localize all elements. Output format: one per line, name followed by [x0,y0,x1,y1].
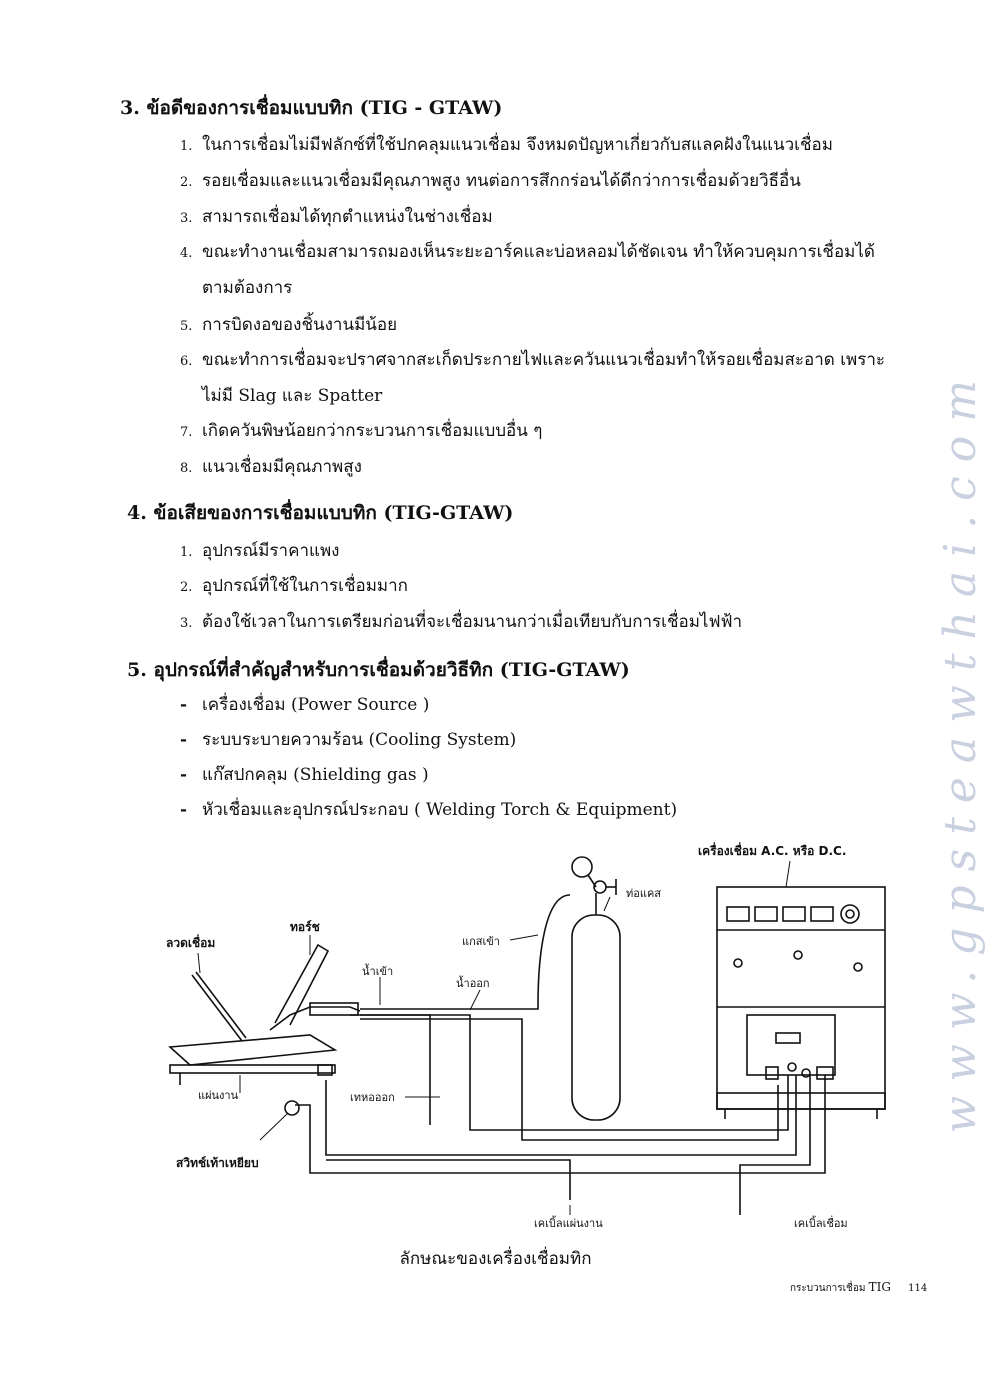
welding-torch [269,1006,361,1031]
label-gas-pipe: ท่อแคส [626,887,661,900]
page-footer: กระบวนการเชื่อม TIG 114 [790,1280,927,1296]
list-item: -เครื่องเชื่อม (Power Source ) [180,695,430,715]
foot-switch [284,1100,300,1116]
list-item: 2.อุปกรณ์ที่ใช้ในการเชื่อมมาก [180,576,408,596]
footer-chapter: กระบวนการเชื่อม [790,1283,866,1294]
filler-rod [191,974,243,1042]
list-item: -หัวเชื่อมและอุปกรณ์ประกอบ ( Welding Tor… [180,800,678,820]
tig-welding-setup-diagram: เครื่องเชื่อม A.C. หรือ D.C. ท่อแคส แกสเ… [166,842,886,1230]
label-machine: เครื่องเชื่อม A.C. หรือ D.C. [698,842,846,858]
list-item: 8.แนวเชื่อมมีคุณภาพสูง [180,457,362,477]
label-drain: เทหอออก [350,1091,395,1104]
list-item-continuation: ตามต้องการ [202,278,293,298]
footer-tig: TIG [868,1280,891,1294]
list-item: 5.การบิดงอของชิ้นงานมีน้อย [180,315,398,335]
label-torch: ทอร์ช [290,920,320,934]
figure-caption: ลักษณะของเครื่องเชื่อมทิก [399,1249,592,1269]
list-item: 2.รอยเชื่อมและแนวเชื่อมมีคุณภาพสูง ทนต่อ… [180,171,801,191]
list-item: 3.ต้องใช้เวลาในการเตรียมก่อนที่จะเชื่อมน… [180,612,743,632]
label-foot-switch: สวิทช์เท้าเหยียบ [176,1156,259,1170]
list-item-continuation: ไม่มี Slag และ Spatter [202,386,383,406]
label-filler-rod: ลวดเชื่อม [166,934,215,950]
pressure-gauge [571,856,593,878]
section-heading-disadvantages: 4. ข้อเสียของการเชื่อมแบบทิก (TIG-GTAW) [127,502,514,524]
section-heading-equipment: 5. อุปกรณ์ที่สำคัญสำหรับการเชื่อมด้วยวิธ… [127,659,630,681]
label-water-out: น้ำออก [456,975,490,990]
label-gas-in: แกสเข้า [462,935,500,948]
list-item: -แก๊สปกคลุม (Shielding gas ) [180,765,429,785]
label-weld-cable: เคเบิ้ลเชื่อม [794,1215,848,1230]
label-water-in: น้ำเข้า [362,963,393,978]
list-item: 4.ขณะทำงานเชื่อมสามารถมองเห็นระยะอาร์คแล… [180,242,875,262]
label-work-cable: เคเบิ้ลแผ่นงาน [534,1215,603,1230]
list-item: 1.ในการเชื่อมไม่มีฟลักซ์ที่ใช้ปกคลุมแนวเ… [180,135,833,155]
section-heading-advantages: 3. ข้อดีของการเชื่อมแบบทิก (TIG - GTAW) [120,97,503,119]
list-item: -ระบบระบายความร้อน (Cooling System) [180,730,517,750]
gas-cylinder [571,914,621,1121]
list-item: 6.ขณะทำการเชื่อมจะปราศจากสะเก็ดประกายไฟแ… [180,350,886,370]
list-item: 7.เกิดควันพิษน้อยกว่ากระบวนการเชื่อมแบบอ… [180,421,543,441]
list-item: 3.สามารถเชื่อมได้ทุกตำแหน่งในช่างเชื่อม [180,207,493,227]
list-item: 1.อุปกรณ์มีราคาแพง [180,541,340,561]
watermark: www.gpsteawthai.com [934,366,986,1134]
page-number: 114 [908,1283,928,1294]
workpiece [168,1034,338,1066]
label-workpiece: แผ่นงาน [198,1089,239,1102]
